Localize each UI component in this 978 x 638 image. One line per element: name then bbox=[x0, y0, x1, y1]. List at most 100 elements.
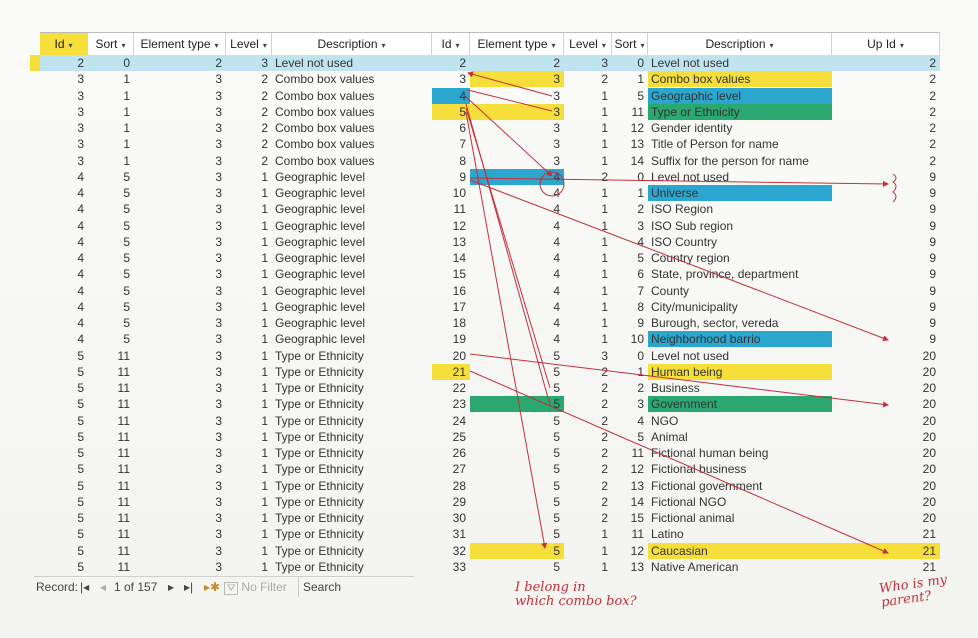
table-cell[interactable]: 3 bbox=[77, 153, 84, 168]
column-header-right-element-type[interactable]: Element type▾ bbox=[470, 33, 564, 55]
table-cell[interactable]: 2 bbox=[601, 169, 608, 184]
table-cell[interactable]: 5 bbox=[77, 446, 84, 460]
table-cell[interactable]: 5 bbox=[553, 348, 560, 363]
table-cell[interactable]: 10 bbox=[630, 332, 644, 347]
table-cell[interactable]: 13 bbox=[630, 478, 644, 493]
table-cell[interactable]: 3 bbox=[77, 72, 84, 87]
table-cell[interactable]: Geographic level bbox=[275, 234, 366, 249]
table-cell[interactable]: 2 bbox=[601, 446, 608, 460]
table-cell[interactable]: 4 bbox=[77, 332, 84, 347]
table-cell[interactable]: 3 bbox=[553, 121, 560, 135]
chevron-down-icon[interactable]: ▾ bbox=[640, 41, 645, 50]
table-cell[interactable]: Business bbox=[651, 381, 700, 395]
table-cell[interactable]: 11 bbox=[631, 446, 644, 460]
table-cell[interactable]: 3 bbox=[215, 299, 222, 314]
table-cell[interactable]: 3 bbox=[215, 104, 222, 119]
chevron-down-icon[interactable]: ▾ bbox=[68, 41, 73, 50]
table-cell[interactable]: 2 bbox=[261, 137, 268, 152]
table-cell[interactable]: 9 bbox=[929, 169, 936, 184]
table-cell[interactable]: 3 bbox=[215, 316, 222, 330]
table-cell[interactable]: Country region bbox=[651, 251, 730, 265]
table-cell[interactable]: Level not used bbox=[651, 56, 730, 70]
column-header-right-description[interactable]: Description▾ bbox=[648, 33, 832, 55]
table-cell[interactable]: 28 bbox=[452, 478, 466, 493]
chevron-down-icon[interactable]: ▾ bbox=[121, 41, 126, 50]
table-cell[interactable]: 11 bbox=[117, 527, 130, 542]
table-cell[interactable]: 4 bbox=[553, 251, 560, 265]
table-cell[interactable]: 5 bbox=[553, 511, 560, 525]
table-cell[interactable]: 11 bbox=[631, 527, 644, 542]
table-cell[interactable]: 9 bbox=[929, 316, 936, 330]
table-cell[interactable]: 5 bbox=[637, 429, 644, 444]
table-cell[interactable]: 2 bbox=[261, 121, 268, 135]
table-cell[interactable]: Type or Ethnicity bbox=[275, 397, 364, 412]
table-cell[interactable]: 18 bbox=[452, 316, 466, 330]
table-cell[interactable]: 2 bbox=[929, 104, 936, 119]
table-cell[interactable]: 1 bbox=[261, 446, 268, 460]
table-cell[interactable]: Geographic level bbox=[275, 251, 366, 265]
table-cell[interactable]: 3 bbox=[77, 88, 84, 103]
table-cell[interactable]: 13 bbox=[452, 234, 466, 249]
table-cell[interactable]: 1 bbox=[261, 381, 268, 395]
table-cell[interactable]: 4 bbox=[637, 234, 644, 249]
table-cell[interactable]: 5 bbox=[77, 462, 84, 477]
table-cell[interactable]: 1 bbox=[261, 462, 268, 477]
table-cell[interactable]: Human being bbox=[648, 363, 832, 380]
table-cell[interactable]: 3 bbox=[553, 88, 560, 103]
table-cell[interactable]: 3 bbox=[215, 364, 222, 379]
table-cell[interactable]: Type or Ethnicity bbox=[275, 429, 364, 444]
table-cell[interactable]: 20 bbox=[922, 478, 936, 493]
table-cell[interactable]: 5 bbox=[553, 446, 560, 460]
table-cell[interactable]: 3 bbox=[215, 559, 222, 574]
table-cell[interactable]: 1 bbox=[261, 218, 268, 233]
table-cell[interactable]: 1 bbox=[261, 511, 268, 525]
table-cell[interactable]: 4 bbox=[432, 87, 470, 104]
table-cell[interactable]: Geographic level bbox=[275, 332, 366, 347]
table-cell[interactable]: 1 bbox=[261, 429, 268, 444]
table-cell[interactable]: 3 bbox=[77, 137, 84, 152]
table-cell[interactable]: 21 bbox=[832, 542, 940, 559]
table-cell[interactable]: 3 bbox=[553, 153, 560, 168]
table-cell[interactable]: 3 bbox=[215, 527, 222, 542]
table-cell[interactable]: 1 bbox=[601, 88, 608, 103]
table-cell[interactable]: 1 bbox=[123, 72, 130, 87]
column-header-left-sort[interactable]: Sort▾ bbox=[88, 33, 134, 55]
record-position[interactable]: 1 of 157 bbox=[114, 580, 158, 594]
table-cell[interactable]: Fictional NGO bbox=[651, 494, 727, 509]
table-cell[interactable]: Type or Ethnicity bbox=[275, 348, 364, 363]
table-cell[interactable]: 1 bbox=[261, 332, 268, 347]
table-cell[interactable]: 3 bbox=[215, 153, 222, 168]
chevron-down-icon[interactable]: ▾ bbox=[455, 41, 460, 50]
table-cell[interactable]: Geographic level bbox=[275, 299, 366, 314]
table-cell[interactable]: 5 bbox=[553, 559, 560, 574]
table-cell[interactable]: 3 bbox=[77, 104, 84, 119]
table-cell[interactable]: 4 bbox=[553, 218, 560, 233]
table-cell[interactable]: 2 bbox=[601, 511, 608, 525]
table-cell[interactable]: 10 bbox=[452, 186, 466, 200]
table-cell[interactable]: 2 bbox=[601, 462, 608, 477]
table-cell[interactable]: 4 bbox=[553, 267, 560, 282]
table-cell[interactable]: City/municipality bbox=[651, 299, 738, 314]
table-cell[interactable]: 3 bbox=[601, 348, 608, 363]
table-cell[interactable]: 2 bbox=[601, 494, 608, 509]
table-cell[interactable]: 13 bbox=[630, 559, 644, 574]
table-cell[interactable]: Combo box values bbox=[275, 88, 375, 103]
table-cell[interactable]: 11 bbox=[117, 543, 130, 558]
column-header-right-sort[interactable]: Sort▾ bbox=[612, 33, 648, 55]
table-cell[interactable]: Level not used bbox=[275, 56, 354, 70]
table-cell[interactable]: 20 bbox=[922, 429, 936, 444]
table-cell[interactable]: 1 bbox=[601, 186, 608, 200]
table-cell[interactable]: 8 bbox=[637, 299, 644, 314]
table-cell[interactable]: 5 bbox=[553, 478, 560, 493]
table-cell[interactable]: 9 bbox=[459, 169, 466, 184]
table-cell[interactable]: 1 bbox=[123, 137, 130, 152]
table-cell[interactable]: 9 bbox=[637, 316, 644, 330]
table-cell[interactable]: 4 bbox=[553, 186, 560, 200]
table-cell[interactable]: Fictional government bbox=[651, 478, 763, 493]
table-cell[interactable]: 3 bbox=[215, 543, 222, 558]
table-cell[interactable]: 2 bbox=[261, 153, 268, 168]
